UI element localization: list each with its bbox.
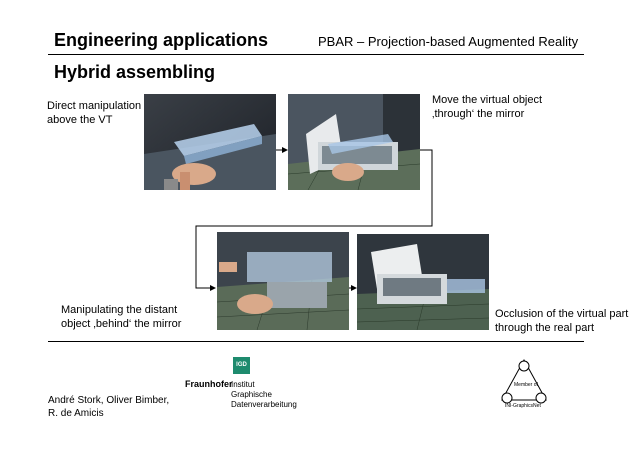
caption-direct-manipulation: Direct manipulation above the VT — [47, 100, 142, 126]
footer-rule — [48, 341, 584, 342]
igd-logo-badge: IGD — [233, 357, 250, 374]
header-rule — [48, 54, 584, 55]
section-title: Hybrid assembling — [54, 62, 216, 82]
caption-manipulating-distant: Manipulating the distant object ‚behind‘… — [61, 304, 182, 330]
photo-behind-mirror — [217, 232, 349, 330]
caption-move-virtual-object: Move the virtual object ‚through‘ the mi… — [432, 94, 543, 120]
photo-occlusion — [357, 234, 489, 330]
inigraphicsnet-logo: Member of INI-GraphicsNet — [499, 358, 549, 410]
page-title: Engineering applications — [54, 30, 269, 50]
fraunhofer-logo-word: Fraunhofer — [185, 379, 233, 389]
institute-name: Institut Graphische Datenverarbeitung — [231, 380, 297, 409]
caption-occlusion: Occlusion of the virtual part through th… — [495, 308, 629, 334]
footer-authors: André Stork, Oliver Bimber, R. de Amicis — [48, 395, 170, 419]
photo-through-mirror — [288, 94, 420, 190]
header-subtitle: PBAR – Projection-based Augmented Realit… — [318, 34, 579, 49]
photo-direct-manipulation — [144, 94, 276, 190]
